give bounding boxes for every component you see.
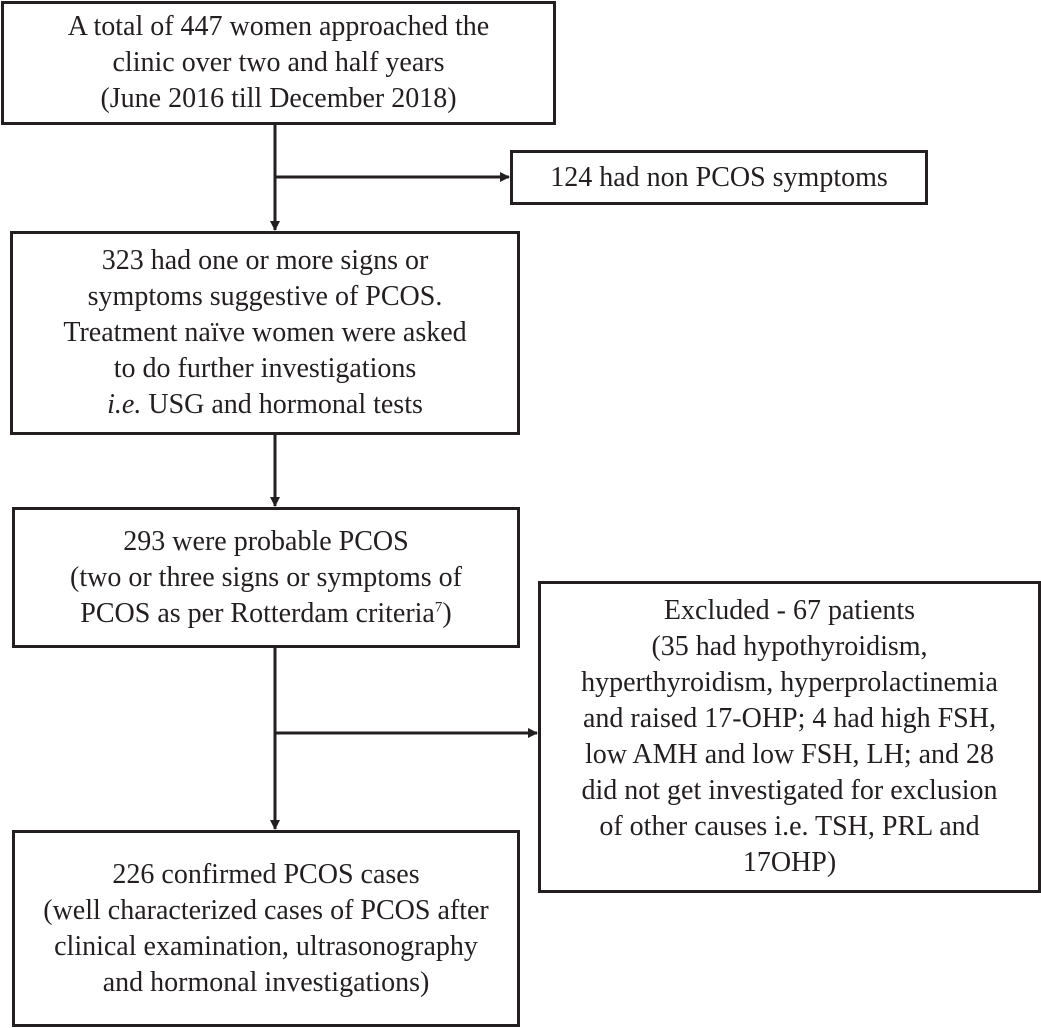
- start-box: A total of 447 women approached the clin…: [1, 1, 556, 125]
- box-line: and raised 17-OHP; 4 had high FSH,: [583, 703, 996, 734]
- box-line: 323 had one or more signs or: [101, 245, 429, 276]
- box-line-rest: USG and hormonal tests: [141, 389, 423, 420]
- box-line: clinical examination, ultrasonography: [54, 930, 478, 962]
- box-line: hyperthyroidism, hyperprolactinemia: [581, 667, 998, 698]
- box-line: i.e. USG and hormonal tests: [107, 387, 423, 423]
- box-line: Treatment naïve women were asked: [63, 317, 467, 348]
- excluded-box: Excluded - 67 patients (35 had hypothyro…: [538, 581, 1041, 893]
- box-line: PCOS as per Rotterdam criteria7): [80, 596, 451, 632]
- box-line: Excluded - 67 patients: [663, 595, 916, 626]
- box-line-close: ): [442, 597, 452, 629]
- box-line: and hormonal investigations): [102, 966, 430, 998]
- box-line: 293 were probable PCOS: [123, 525, 409, 557]
- box-line: clinic over two and half years: [112, 47, 445, 78]
- box-line: 124 had non PCOS symptoms: [550, 161, 888, 193]
- box-line: 226 confirmed PCOS cases: [112, 858, 420, 890]
- box-line: (two or three signs or symptoms of: [70, 561, 462, 593]
- box-line: low AMH and low FSH, LH; and 28: [584, 739, 995, 770]
- box-line: (well characterized cases of PCOS after: [43, 894, 489, 926]
- box-line: (35 had hypothyroidism,: [651, 631, 928, 662]
- italic-abbrev: i.e.: [107, 389, 142, 420]
- suggestive-box: 323 had one or more signs or symptoms su…: [10, 231, 520, 435]
- box-line: symptoms suggestive of PCOS.: [87, 281, 443, 312]
- probable-box: 293 were probable PCOS (two or three sig…: [12, 507, 520, 648]
- box-line: 17OHP): [742, 847, 837, 878]
- non-pcos-box: 124 had non PCOS symptoms: [510, 150, 928, 205]
- confirmed-box: 226 confirmed PCOS cases (well character…: [12, 830, 520, 1027]
- citation-superscript: 7: [434, 599, 443, 616]
- box-line: to do further investigations: [113, 353, 417, 384]
- box-line: did not get investigated for exclusion: [581, 775, 998, 806]
- box-line: of other causes i.e. TSH, PRL and: [599, 811, 980, 842]
- box-line-text: PCOS as per Rotterdam criteria: [80, 597, 435, 629]
- box-line: (June 2016 till December 2018): [100, 83, 457, 114]
- box-line: A total of 447 women approached the: [67, 11, 490, 42]
